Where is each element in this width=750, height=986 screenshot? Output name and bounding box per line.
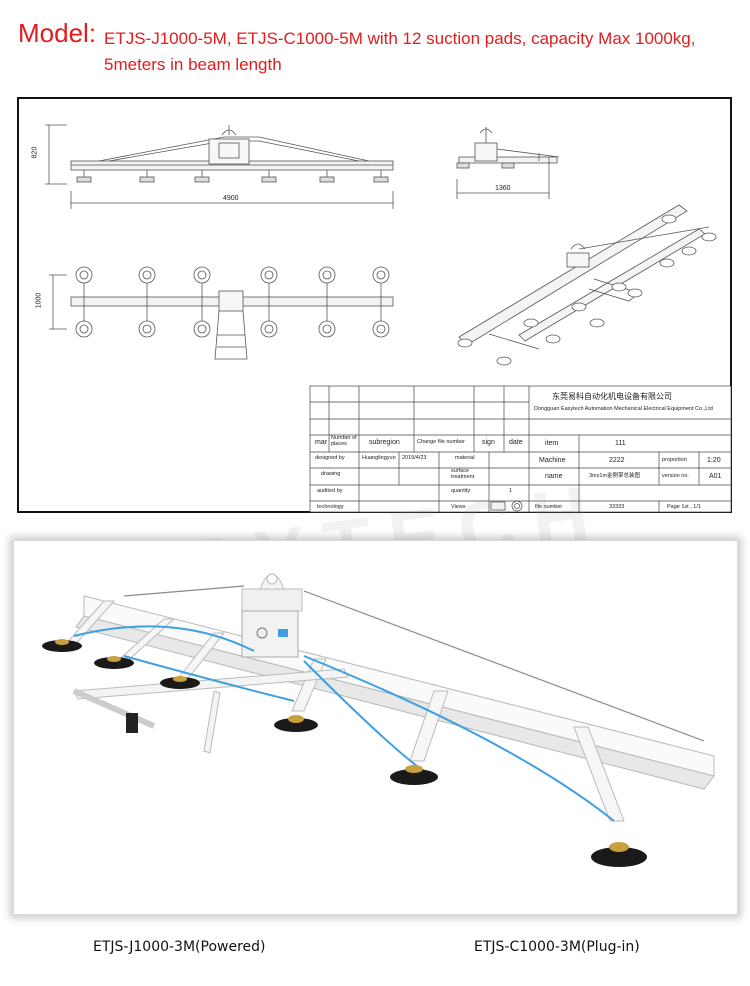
caption-plug-in: ETJS-C1000-3M(Plug-in): [474, 939, 640, 955]
product-photo: [13, 540, 738, 915]
col-subregion: subregion: [369, 439, 400, 446]
file-number-value: 33333: [609, 504, 625, 510]
company-name-cn: 东莞易科自动化机电设备有限公司: [552, 392, 672, 401]
page-value: Page 1st , 1/1: [667, 504, 701, 510]
model-description: ETJS-J1000-5M, ETJS-C1000-5M with 12 suc…: [104, 29, 696, 74]
caption-powered: ETJS-J1000-3M(Powered): [93, 939, 266, 955]
item-label: item: [545, 440, 559, 447]
title-block-grid: [309, 385, 732, 513]
dim-width: 1000: [35, 292, 43, 309]
front-view: [45, 124, 394, 209]
top-view: [49, 266, 394, 360]
vacuum-lifter-illustration: [42, 573, 715, 867]
technology-label: technology: [317, 504, 344, 510]
machine-label: Machine: [539, 457, 566, 464]
header: Model: ETJS-J1000-5M, ETJS-C1000-5M with…: [0, 0, 750, 92]
design-date: 2019/4/23: [402, 455, 427, 461]
file-number-label: file number: [535, 504, 563, 510]
proportion-label: proportion: [662, 457, 687, 463]
surface-label: surface treatment: [451, 468, 475, 480]
name-label: name: [545, 473, 563, 480]
dim-height: 820: [31, 146, 39, 159]
dim-side-width: 1360: [495, 185, 511, 192]
col-date: date: [509, 439, 523, 446]
audited-label: audited by: [317, 488, 343, 494]
material-label: material: [455, 455, 475, 461]
quantity-label: quantity: [451, 488, 471, 494]
model-label: Model:: [18, 18, 97, 48]
isometric-view: [457, 204, 717, 366]
drawing-label: drawing: [321, 471, 341, 477]
version-value: A01: [709, 473, 722, 480]
version-label: version no.: [662, 473, 689, 479]
views-label: Views: [451, 504, 466, 510]
quantity-value: 1: [509, 488, 513, 494]
col-mar: mar: [315, 439, 328, 446]
designed-by-value: Huanglingyun: [362, 455, 396, 461]
name-value: 3mx1m金刚掌总装图: [589, 473, 641, 479]
side-view: [456, 127, 560, 199]
company-name-en: Dongguan Easytech Automation Mechanical …: [534, 406, 713, 412]
designed-by-label: designed by: [315, 455, 345, 461]
technical-drawing: 820 4900 1360 1000 东莞易科自动化机电设备有限公司 Dongg…: [17, 97, 732, 513]
dim-length: 4900: [223, 195, 239, 202]
drawing-graphics: [45, 124, 732, 513]
col-number-of-places: Number of places: [331, 435, 357, 447]
item-value: 111: [615, 440, 626, 447]
proportion-value: 1:20: [707, 457, 721, 464]
machine-value: 2222: [609, 457, 625, 464]
col-sign: sign: [482, 439, 495, 446]
col-change-file: Change file number: [417, 439, 466, 445]
